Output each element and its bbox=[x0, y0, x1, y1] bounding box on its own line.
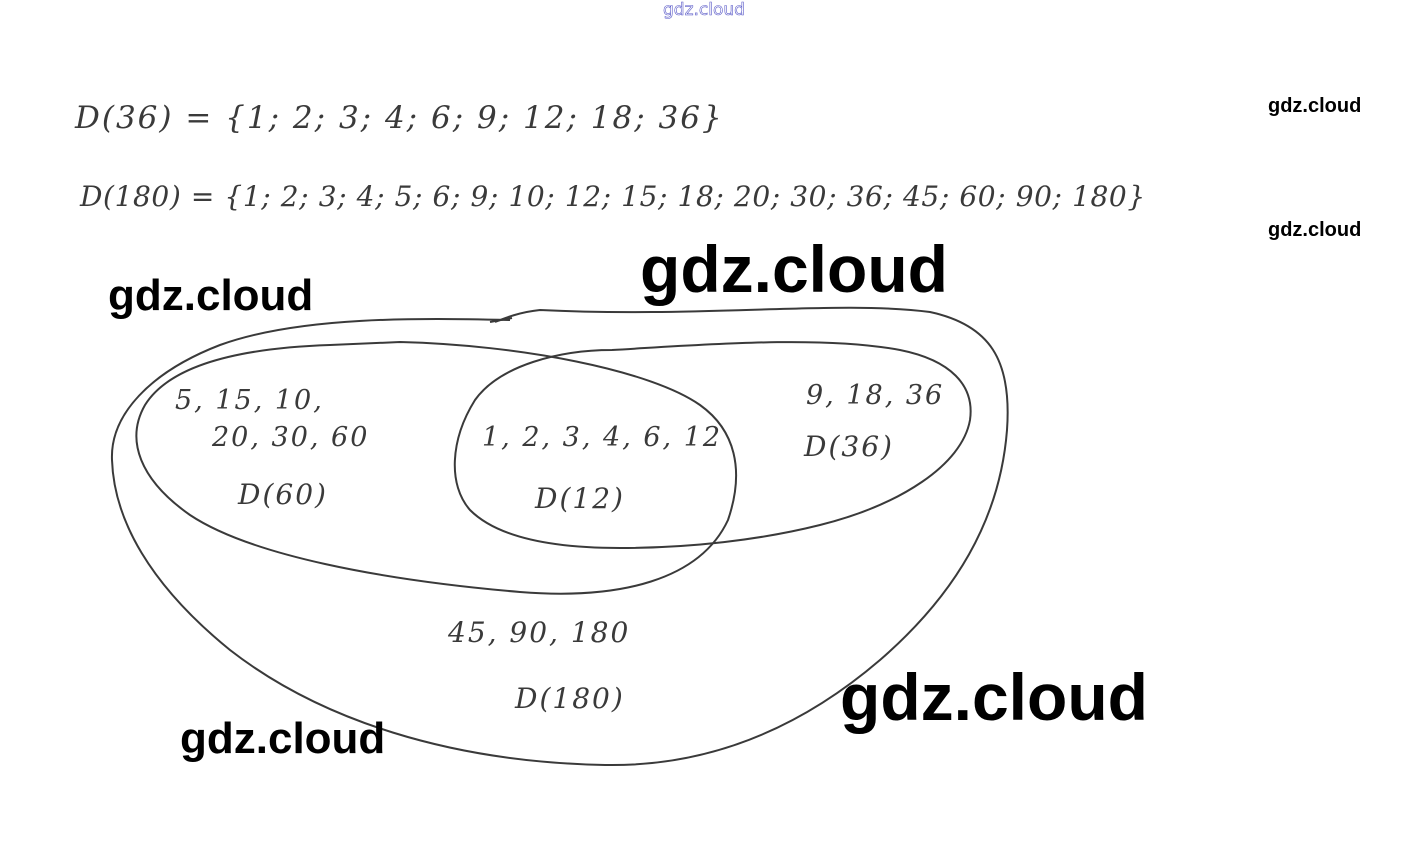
set-d180-stroke-tail bbox=[489, 317, 513, 323]
d36-label: D(36) bbox=[804, 430, 894, 463]
set-d180-outline bbox=[110, 306, 1009, 767]
d12-label: D(12) bbox=[535, 482, 625, 515]
set-d60-outline bbox=[135, 340, 738, 595]
equation-d36: D(36) = {1; 2; 3; 4; 6; 9; 12; 18; 36} bbox=[75, 100, 724, 136]
d60-values-line1: 5, 15, 10, bbox=[175, 385, 324, 416]
watermark-left: gdz.cloud bbox=[108, 271, 314, 320]
watermark-bottom-right-large: gdz.cloud bbox=[840, 660, 1148, 734]
watermark-center-large: gdz.cloud bbox=[640, 232, 948, 306]
d60-label: D(60) bbox=[238, 478, 328, 511]
set-d36-outline bbox=[453, 341, 972, 550]
watermark-top: gdz.cloud bbox=[663, 0, 746, 20]
d12-values: 1, 2, 3, 4, 6, 12 bbox=[482, 422, 723, 453]
watermark-right-lower: gdz.cloud bbox=[1268, 219, 1362, 241]
equation-d180: D(180) = {1; 2; 3; 4; 5; 6; 9; 10; 12; 1… bbox=[80, 180, 1146, 213]
watermark-right-upper: gdz.cloud bbox=[1268, 95, 1362, 117]
d36-values: 9, 18, 36 bbox=[806, 380, 945, 411]
d180-values: 45, 90, 180 bbox=[448, 616, 631, 649]
d60-values-line2: 20, 30, 60 bbox=[212, 422, 370, 453]
watermark-bottom-left: gdz.cloud bbox=[180, 714, 386, 763]
d180-label: D(180) bbox=[515, 682, 625, 715]
